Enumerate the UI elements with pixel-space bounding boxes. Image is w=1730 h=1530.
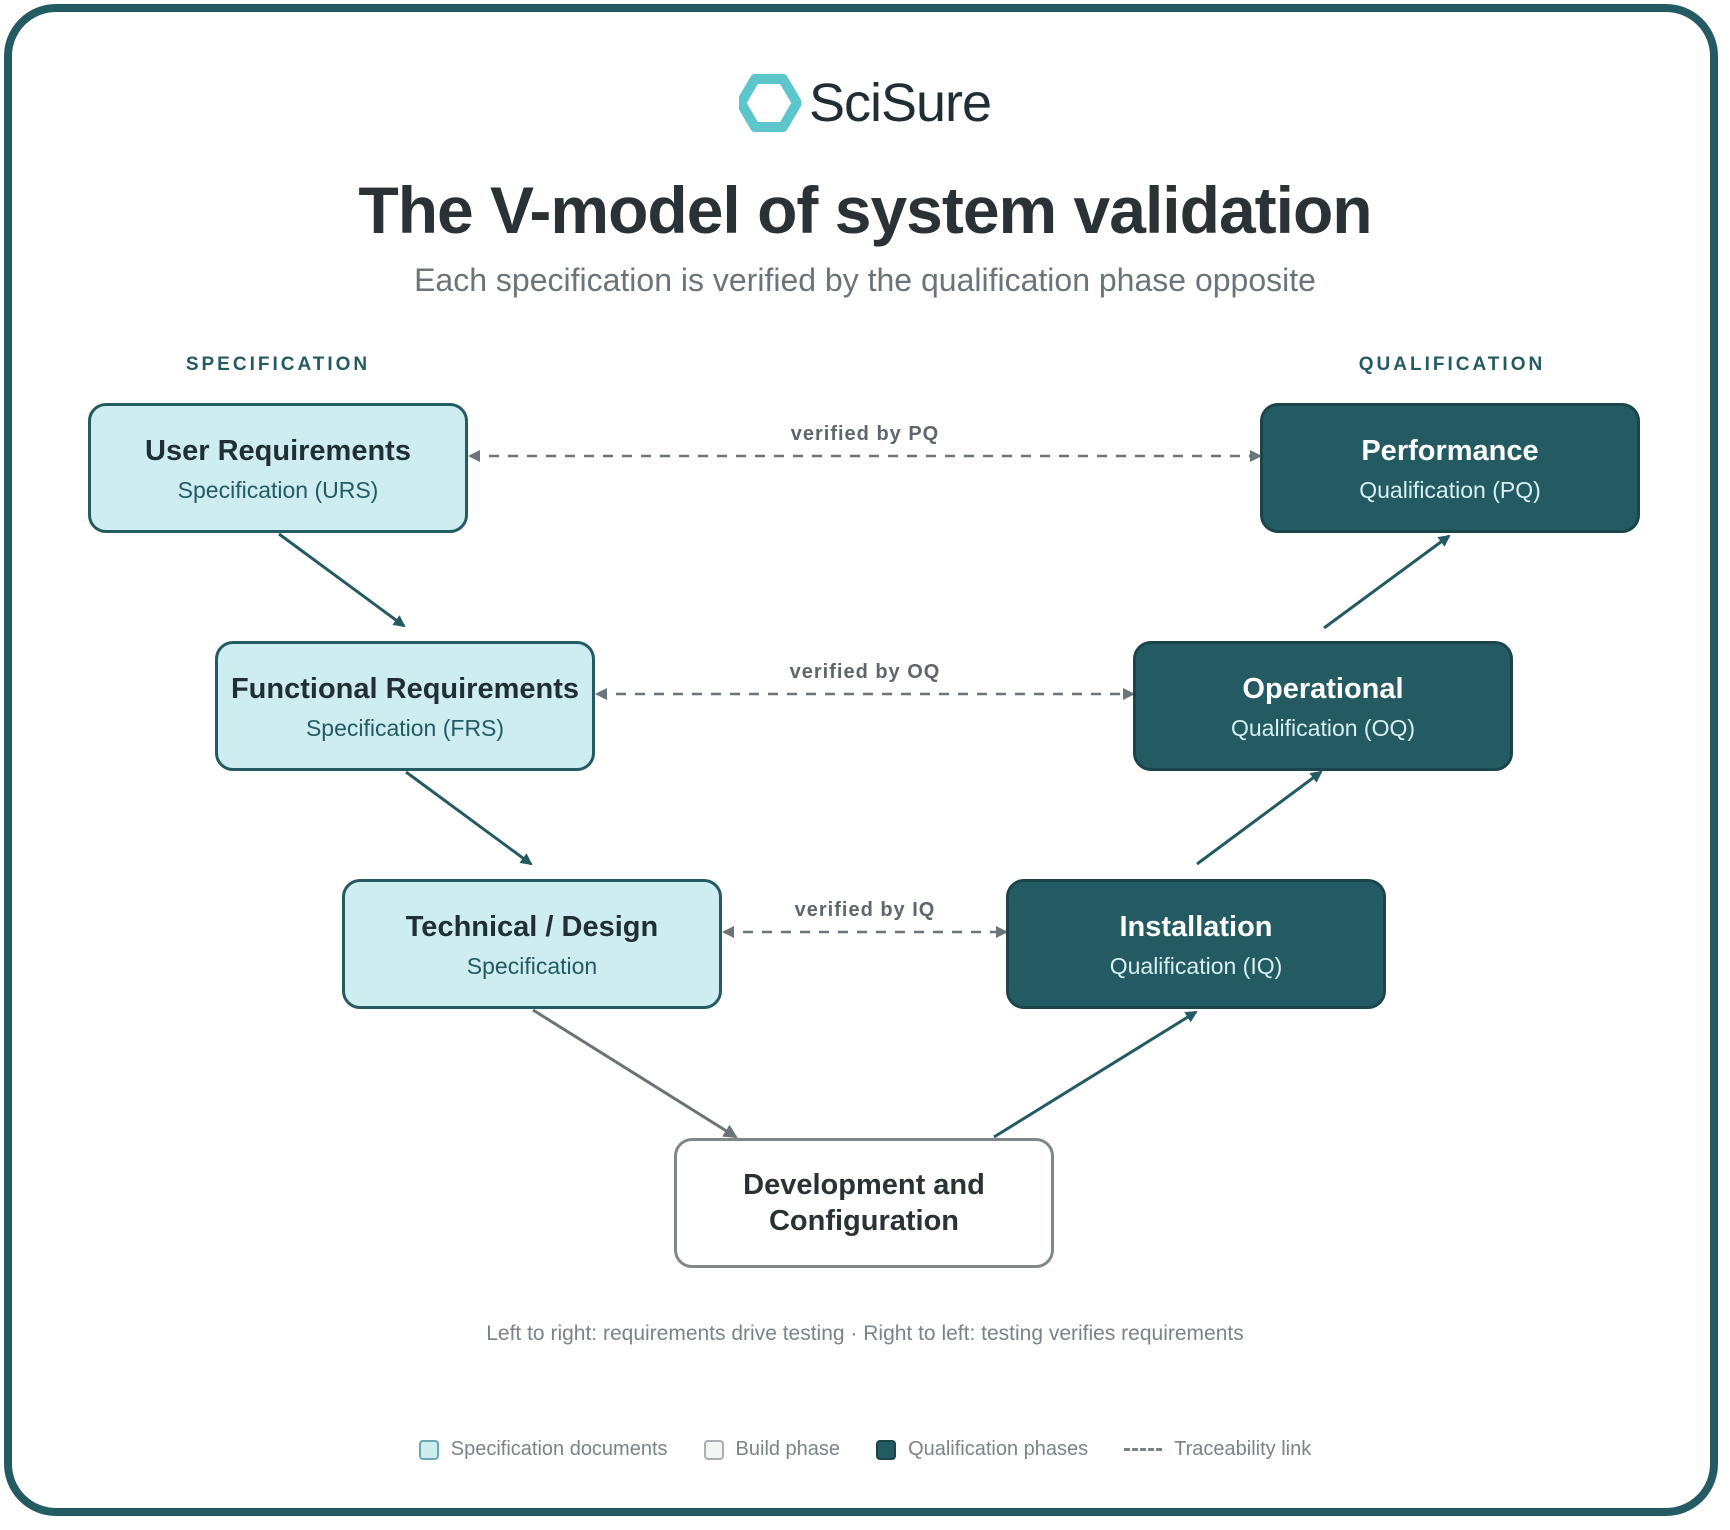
- pq-box: Performance Qualification (PQ): [1260, 403, 1640, 533]
- oq-title: Operational: [1242, 672, 1404, 705]
- urs-box: User Requirements Specification (URS): [88, 403, 468, 533]
- legend-item-spec: Specification documents: [418, 1438, 668, 1461]
- scisure-hexagon-icon: [738, 74, 801, 132]
- legend-swatch-spec: [418, 1439, 439, 1460]
- iq-box: Installation Qualification (IQ): [1006, 879, 1386, 1009]
- iq-title: Installation: [1119, 910, 1273, 943]
- arrow-urs-to-frs: [278, 532, 406, 628]
- build-title-line1: Development and: [743, 1169, 985, 1201]
- tds-title: Technical / Design: [405, 910, 659, 943]
- legend: Specification documents Build phase Qual…: [0, 1438, 1730, 1461]
- link-label-pq: verified by PQ: [790, 423, 940, 445]
- legend-swatch-qual: [876, 1439, 897, 1460]
- footnote: Left to right: requirements drive testin…: [486, 1322, 1244, 1345]
- page-subtitle: Each specification is verified by the qu…: [414, 262, 1316, 298]
- legend-label-build: Build phase: [735, 1438, 841, 1460]
- legend-dash-line: [1124, 1448, 1163, 1451]
- frs-title: Functional Requirements: [230, 672, 580, 705]
- legend-label-link: Traceability link: [1174, 1438, 1312, 1460]
- brand-name: SciSure: [808, 73, 992, 133]
- urs-title: User Requirements: [145, 434, 411, 467]
- iq-subtitle: Qualification (IQ): [1109, 952, 1283, 979]
- build-title-line2: Configuration: [768, 1205, 960, 1237]
- arrow-iq-to-oq: [1196, 770, 1323, 866]
- arrow-build-to-iq: [993, 1010, 1198, 1139]
- frs-subtitle: Specification (FRS): [305, 714, 505, 741]
- arrow-oq-to-pq: [1323, 534, 1451, 630]
- arrow-tds-to-build: [532, 1008, 738, 1139]
- legend-item-qual: Qualification phases: [876, 1438, 1088, 1461]
- brand-logo: SciSure: [0, 72, 1730, 134]
- legend-item-link: Traceability link: [1124, 1438, 1311, 1461]
- legend-item-build: Build phase: [703, 1438, 841, 1461]
- oq-subtitle: Qualification (OQ): [1230, 714, 1416, 741]
- tds-subtitle: Specification: [466, 952, 598, 979]
- legend-label-qual: Qualification phases: [908, 1438, 1089, 1460]
- oq-box: Operational Qualification (OQ): [1133, 641, 1513, 771]
- frs-box: Functional Requirements Specification (F…: [215, 641, 595, 771]
- legend-label-spec: Specification documents: [450, 1438, 668, 1460]
- page-title: The V-model of system validation: [358, 173, 1372, 247]
- build-box: Development and Configuration: [674, 1138, 1054, 1268]
- arrow-frs-to-tds: [405, 770, 533, 866]
- link-label-iq: verified by IQ: [794, 899, 936, 921]
- column-label-specification: SPECIFICATION: [185, 354, 371, 375]
- column-label-qualification: QUALIFICATION: [1358, 354, 1546, 375]
- pq-subtitle: Qualification (PQ): [1359, 476, 1541, 503]
- pq-title: Performance: [1361, 434, 1539, 467]
- legend-swatch-build: [703, 1439, 724, 1460]
- urs-subtitle: Specification (URS): [177, 476, 379, 503]
- link-label-oq: verified by OQ: [789, 661, 941, 683]
- tds-box: Technical / Design Specification: [342, 879, 722, 1009]
